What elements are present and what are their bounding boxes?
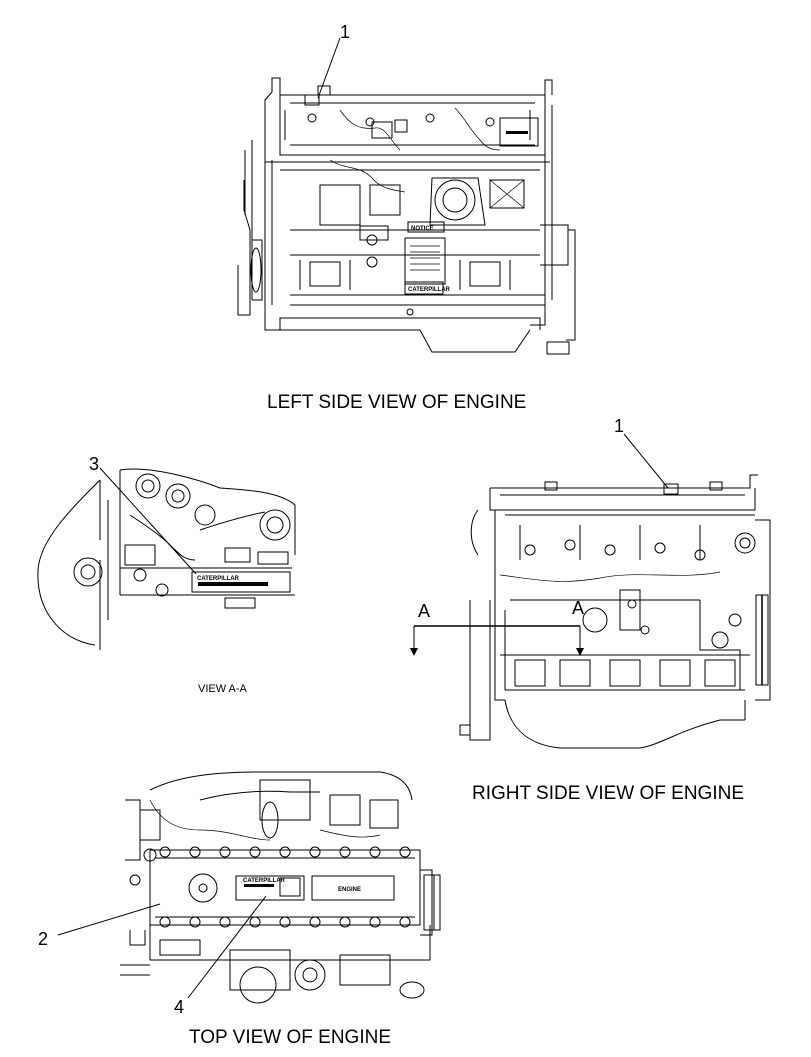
view-aa-plate-label: CATERPILLAR xyxy=(197,576,240,582)
top-view-film-label: ENGINE xyxy=(338,887,361,893)
right-side-view-title: RIGHT SIDE VIEW OF ENGINE xyxy=(472,783,744,804)
leader-4 xyxy=(187,895,267,999)
callout-1-left-view: 1 xyxy=(340,22,350,42)
leader-1-left xyxy=(317,37,341,99)
top-view-title: TOP VIEW OF ENGINE xyxy=(189,1027,391,1048)
top-view-plate-label: CATERPILLAR xyxy=(243,878,286,884)
view-aa-title: VIEW A-A xyxy=(198,683,248,695)
right-side-view-drawing xyxy=(459,474,771,749)
leader-1-right xyxy=(623,433,669,489)
leader-2 xyxy=(57,903,161,936)
callout-2-top-view: 2 xyxy=(38,929,48,949)
section-arrowhead-left xyxy=(410,648,418,656)
callout-1-right-view: 1 xyxy=(614,416,624,436)
section-marker-a-left: A xyxy=(418,601,430,621)
section-arrowhead-right xyxy=(576,648,584,656)
top-view-drawing xyxy=(120,771,441,1004)
leader-3 xyxy=(99,467,197,575)
left-side-view-drawing xyxy=(237,77,576,355)
callout-3-view-aa: 3 xyxy=(89,454,99,474)
section-marker-a-right: A xyxy=(572,598,584,618)
callout-4-top-view: 4 xyxy=(174,997,184,1017)
left-view-notice-label: NOTICE xyxy=(411,226,434,232)
left-view-plate-label: CATERPILLAR xyxy=(408,287,451,293)
left-side-view-title: LEFT SIDE VIEW OF ENGINE xyxy=(267,392,526,413)
view-aa-drawing xyxy=(37,468,296,650)
